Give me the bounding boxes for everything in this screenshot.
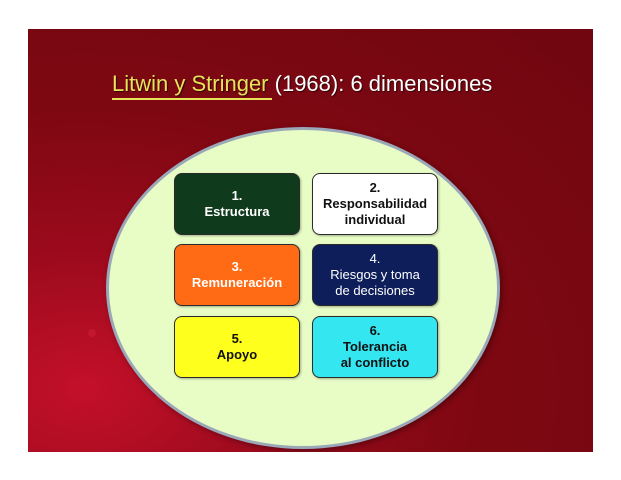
dimension-number: 4. xyxy=(369,251,381,266)
dimension-label: de decisiones xyxy=(335,283,415,298)
dimension-box-tolerancia: 6. Tolerancia al conflicto xyxy=(312,316,438,378)
dimension-label: Estructura xyxy=(204,204,270,219)
dimensions-ellipse xyxy=(106,127,500,449)
dimension-label: Tolerancia xyxy=(342,339,408,354)
dimension-label: Apoyo xyxy=(216,347,258,362)
title-authors: Litwin y Stringer xyxy=(112,71,269,96)
title-underline xyxy=(112,98,272,100)
dimension-box-apoyo: 5. Apoyo xyxy=(174,316,300,378)
dimension-label: al conflicto xyxy=(340,355,410,370)
slide-title: Litwin y Stringer (1968): 6 dimensiones xyxy=(112,71,492,97)
dimension-number: 6. xyxy=(369,323,381,338)
dimension-label: Remuneración xyxy=(191,275,283,290)
title-rest: (1968): 6 dimensiones xyxy=(268,71,493,96)
dimension-label: Riesgos y toma xyxy=(330,267,420,282)
dimension-box-estructura: 1. Estructura xyxy=(174,173,300,235)
dimension-number: 2. xyxy=(369,180,381,195)
dimension-number: 1. xyxy=(231,188,243,203)
dimension-number: 3. xyxy=(231,259,243,274)
dimension-number: 5. xyxy=(231,331,243,346)
decorative-dot xyxy=(88,329,96,337)
dimension-label: Responsabilidad xyxy=(322,196,428,211)
dimension-box-responsabilidad: 2. Responsabilidad individual xyxy=(312,173,438,235)
dimension-box-remuneracion: 3. Remuneración xyxy=(174,244,300,306)
slide: Litwin y Stringer (1968): 6 dimensiones … xyxy=(28,29,593,452)
dimension-box-riesgos: 4. Riesgos y toma de decisiones xyxy=(312,244,438,306)
dimension-label: individual xyxy=(344,212,406,227)
